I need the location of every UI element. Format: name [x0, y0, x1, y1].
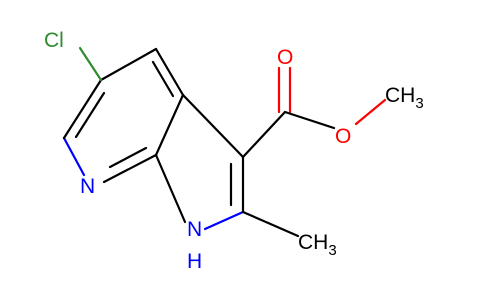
- ring-methyl-subscript: 3: [328, 242, 336, 259]
- carbonyl-oxygen-label: O: [277, 46, 293, 69]
- ester-methyl-label: CH3: [385, 84, 424, 112]
- chlorine-label: Cl: [44, 29, 64, 52]
- pyrrole-ring: [154, 93, 300, 238]
- bond-c4-c3a-inner: [151, 60, 175, 98]
- bond-carbonyl-ester-o: [283, 110, 336, 130]
- ester-group: [241, 66, 387, 159]
- bond-c7a-n7: [102, 153, 158, 184]
- bond-c7a-n1: [154, 153, 187, 224]
- bond-c6-c5: [62, 78, 103, 140]
- bond-c3-carbonyl: [241, 110, 287, 159]
- bond-n1-c2: [203, 210, 245, 231]
- bond-c6-c5-inner: [74, 91, 106, 139]
- bond-c2-methyl: [241, 210, 300, 238]
- bond-c7a-n7-inner: [108, 146, 148, 169]
- bond-c4-c3a: [154, 47, 185, 97]
- ring-methyl-label: CH3: [298, 231, 337, 259]
- pyrrole-hydrogen-label: H: [187, 250, 202, 273]
- bond-c5-cl: [78, 46, 103, 82]
- bond-c3a-c7a: [154, 93, 185, 157]
- ester-oxygen-label: O: [335, 125, 351, 148]
- bond-c3a-c3: [181, 93, 245, 159]
- ester-methyl-text: CH: [385, 84, 415, 107]
- bond-n7-c6: [62, 136, 86, 177]
- bond-ester-o-methyl: [354, 98, 387, 126]
- pyrrole-nitrogen-label: N: [187, 218, 202, 241]
- bond-c5-c4: [99, 47, 158, 82]
- pyridine-nitrogen-label: N: [80, 175, 95, 198]
- pyridine-ring: [62, 46, 185, 184]
- ring-methyl-text: CH: [298, 231, 328, 254]
- ester-methyl-subscript: 3: [415, 95, 423, 112]
